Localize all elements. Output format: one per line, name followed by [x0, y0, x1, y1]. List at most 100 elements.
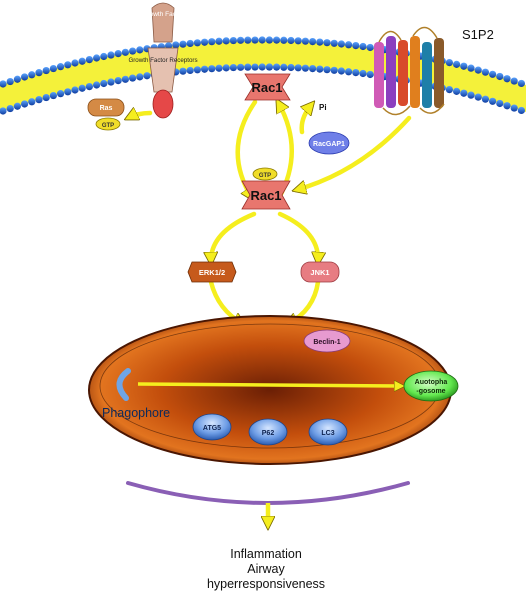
lipid-head	[294, 64, 302, 72]
gtp-rac1-node: GTP	[252, 167, 278, 181]
lc3-node: LC3	[308, 418, 348, 446]
outcome-line3: hyperresponsiveness	[207, 577, 325, 591]
rac1-top-label: Rac1	[251, 80, 282, 95]
lipid-head	[186, 39, 194, 48]
ras-node: Ras GTP	[87, 98, 125, 131]
lipid-head	[273, 36, 281, 44]
outcome-text: Inflammation Airway hyperresponsiveness	[207, 547, 325, 591]
pi-release-arrow	[299, 104, 312, 135]
lipid-head	[445, 86, 453, 94]
lipid-head	[121, 48, 129, 56]
lipid-head	[201, 65, 209, 73]
ras-label: Ras	[100, 105, 113, 112]
lipid-head	[316, 38, 324, 46]
lipid-head	[42, 93, 50, 102]
lipid-head	[136, 46, 144, 54]
lipid-head	[265, 36, 273, 44]
lipid-head	[453, 87, 461, 95]
lipid-head	[474, 93, 482, 101]
gtp-rac1-label: GTP	[259, 173, 271, 179]
jnk-node: JNK1	[300, 261, 340, 283]
rac1-bottom-label: Rac1	[250, 188, 281, 203]
lipid-head	[78, 84, 86, 92]
lipid-head	[143, 72, 151, 80]
lipid-head	[179, 67, 187, 75]
autophagosome-label-line1: Auotopha	[415, 379, 448, 386]
lipid-head	[93, 81, 101, 89]
lipid-head	[273, 63, 281, 71]
lipid-head	[85, 56, 93, 64]
lipid-head	[208, 38, 216, 46]
lipid-head	[57, 90, 65, 98]
lipid-head	[107, 51, 115, 59]
pi-label: Pi	[319, 103, 327, 112]
lipid-head	[28, 71, 36, 79]
lipid-head	[57, 63, 65, 71]
phagophore: Phagophore	[102, 368, 170, 420]
lipid-head	[258, 36, 266, 44]
lipid-head	[330, 39, 338, 47]
lipid-head	[474, 66, 482, 74]
lipid-head	[359, 42, 367, 51]
rac1-top-node: Rac1	[244, 73, 291, 101]
lipid-head	[309, 65, 317, 73]
lipid-head	[71, 86, 79, 94]
lipid-head	[42, 66, 50, 75]
beclin-node: Beclin-1	[303, 329, 351, 353]
lipid-head	[280, 36, 288, 44]
lipid-head	[136, 73, 144, 81]
lipid-head	[280, 63, 288, 71]
s1p2-receptor: S1P2	[374, 26, 494, 116]
lipid-head	[323, 39, 331, 47]
lipid-head	[215, 37, 223, 45]
lipid-head	[301, 37, 309, 45]
lipid-head	[201, 38, 209, 46]
racgap1-node: RacGAP1	[308, 131, 350, 155]
lipid-head	[49, 91, 58, 100]
lipid-head	[21, 100, 29, 108]
autophagy-progression-arrow	[137, 384, 402, 386]
lipid-head	[193, 39, 201, 47]
beclin-label: Beclin-1	[313, 339, 340, 346]
lipid-head	[352, 69, 360, 77]
lipid-head	[186, 66, 194, 75]
ras-gtp-label: GTP	[102, 123, 114, 129]
lipid-head	[93, 54, 101, 62]
effect-arc	[126, 481, 410, 505]
outcome-line1: Inflammation	[230, 547, 302, 561]
lipid-head	[35, 69, 43, 77]
receptor-to-ras-arrow	[128, 113, 153, 118]
jnk-label: JNK1	[310, 268, 329, 277]
lipid-head	[193, 66, 201, 74]
lipid-head	[100, 79, 108, 88]
growth-factor-receptor: Growth Factor Growth Factor Receptors	[128, 2, 198, 119]
lipid-head	[460, 89, 468, 97]
p62-label: P62	[262, 430, 275, 437]
atg5-node: ATG5	[192, 413, 232, 441]
lipid-head	[114, 77, 122, 85]
lipid-head	[49, 64, 58, 73]
lipid-head	[467, 64, 475, 72]
lipid-head	[445, 59, 453, 67]
lipid-head	[222, 37, 230, 45]
lipid-head	[359, 69, 367, 78]
lipid-head	[6, 104, 14, 113]
lipid-head	[467, 91, 475, 99]
lipid-head	[330, 66, 338, 74]
lipid-head	[489, 70, 497, 78]
lipid-head	[121, 75, 129, 83]
autophagosome-label-line2: -gosome	[416, 388, 445, 395]
outcome-line2: Airway	[247, 562, 285, 576]
lipid-head	[287, 36, 295, 45]
lipid-head	[510, 104, 518, 112]
lipid-head	[287, 63, 295, 72]
lipid-head	[100, 52, 108, 61]
lipid-head	[237, 36, 245, 44]
growth-factor-receptor-label: Growth Factor Receptors	[128, 57, 197, 64]
lipid-head	[345, 41, 353, 49]
lipid-head	[71, 59, 79, 67]
lipid-head	[85, 83, 93, 91]
s1p2-label: S1P2	[462, 27, 494, 42]
lipid-head	[481, 95, 489, 103]
